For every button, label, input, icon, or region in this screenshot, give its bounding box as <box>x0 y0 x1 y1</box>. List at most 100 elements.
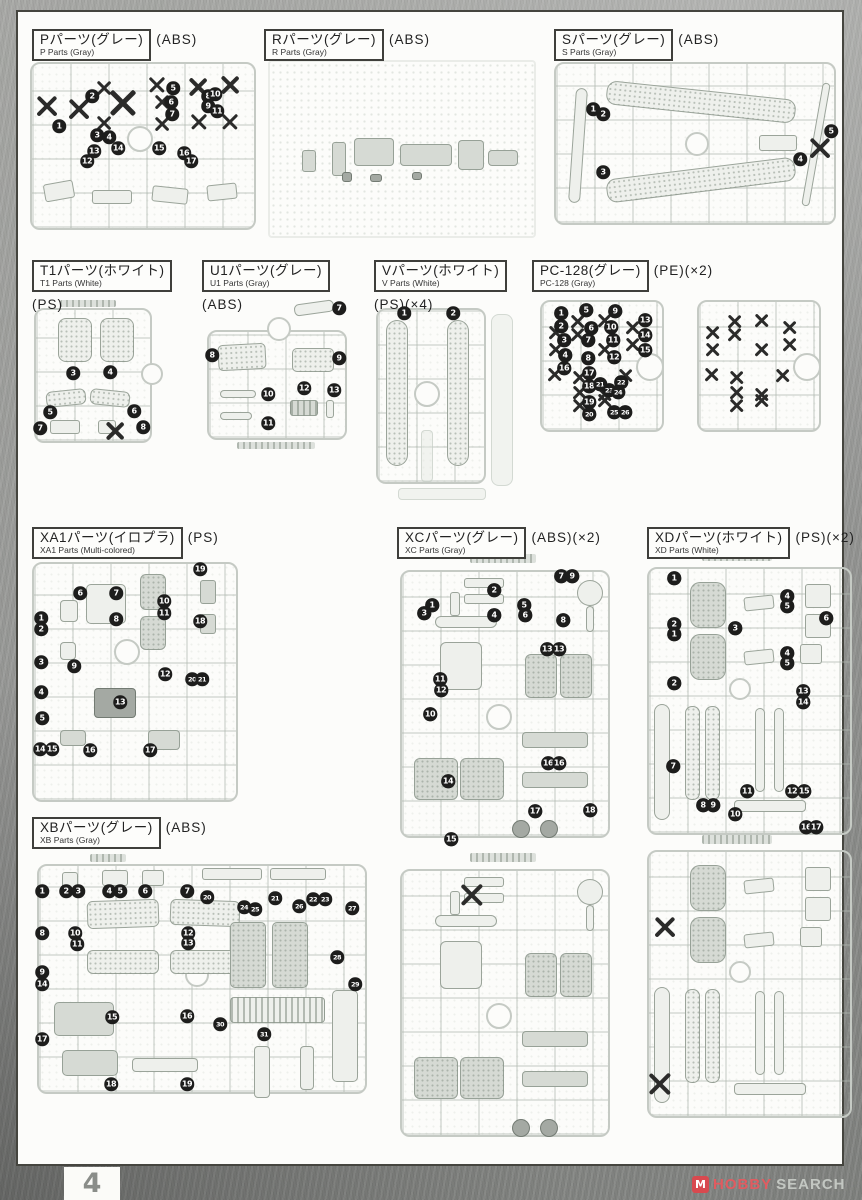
panel-title-jp: XA1パーツ(イロプラ) <box>40 530 175 545</box>
crossed-out-mark <box>730 386 743 399</box>
part-shape <box>220 412 252 420</box>
part-shape <box>272 922 308 988</box>
part-number-badge: 11 <box>157 606 171 620</box>
part-shape <box>458 140 484 170</box>
part-number-badge: 1 <box>397 306 411 320</box>
part-number-badge: 16 <box>83 743 97 757</box>
part-shape <box>755 991 765 1075</box>
part-number-badge: 11 <box>606 333 620 347</box>
part-shape <box>586 606 594 632</box>
part-shape <box>491 314 513 486</box>
part-number-badge: 27 <box>345 901 359 915</box>
crossed-out-mark <box>776 369 789 382</box>
part-number-badge: 9 <box>332 351 346 365</box>
part-shape <box>690 582 726 628</box>
part-number-badge: 21 <box>268 891 282 905</box>
part-shape <box>512 1119 530 1137</box>
part-number-badge: 13 <box>796 684 810 698</box>
panel-title-jp: XBパーツ(グレー) <box>40 820 153 835</box>
panel-title-jp: PC-128(グレー) <box>540 263 641 278</box>
runner-center-hole <box>141 363 163 385</box>
part-number-badge: 1 <box>667 571 681 585</box>
panel-material: (ABS) <box>156 32 198 47</box>
crossed-out-mark <box>755 343 768 356</box>
runner-gate-tag <box>470 853 536 862</box>
part-shape <box>460 758 504 800</box>
part-shape <box>464 877 504 887</box>
page-number: 4 <box>82 1168 102 1199</box>
part-shape <box>386 320 408 466</box>
part-number-badge: 1 <box>35 884 49 898</box>
part-number-badge: 18 <box>583 803 597 817</box>
part-number-badge: 2 <box>596 107 610 121</box>
part-shape <box>800 644 822 664</box>
part-shape <box>525 654 557 698</box>
panel-material: (PS) <box>32 296 63 312</box>
part-number-badge: 17 <box>809 820 823 834</box>
panel-material: (PE)(×2) <box>653 263 714 278</box>
part-number-badge: 3 <box>417 606 431 620</box>
panel-label-box: Rパーツ(グレー)R Parts (Gray) <box>264 29 384 61</box>
part-shape <box>586 905 594 931</box>
part-number-badge: 7 <box>666 759 680 773</box>
crossed-out-mark <box>706 326 719 339</box>
part-shape <box>86 898 160 930</box>
part-shape <box>774 708 784 792</box>
part-shape <box>450 891 460 915</box>
part-number-badge: 4 <box>102 130 116 144</box>
panel-label-box: XDパーツ(ホワイト)XD Parts (White) <box>647 527 791 559</box>
part-number-badge: 14 <box>35 977 49 991</box>
part-number-badge: 2 <box>85 89 99 103</box>
part-number-badge: 28 <box>330 950 344 964</box>
part-number-badge: 13 <box>552 642 566 656</box>
part-shape <box>690 917 726 963</box>
part-shape <box>435 915 497 927</box>
part-number-badge: 2 <box>59 884 73 898</box>
panel-title-en: PC-128 (Gray) <box>540 277 596 288</box>
part-number-badge: 15 <box>638 343 652 357</box>
panel-label-xb: XBパーツ(グレー)XB Parts (Gray)(ABS) <box>32 817 207 849</box>
part-shape <box>58 318 92 362</box>
part-number-badge: 8 <box>581 351 595 365</box>
part-shape <box>370 174 382 182</box>
part-shape <box>560 654 592 698</box>
panel-title-en: XB Parts (Gray) <box>40 834 100 845</box>
part-number-badge: 13 <box>113 695 127 709</box>
part-number-badge: 10 <box>423 707 437 721</box>
part-number-badge: 16 <box>552 756 566 770</box>
part-number-badge: 7 <box>332 301 346 315</box>
part-shape <box>202 868 262 880</box>
panel-title-en: XD Parts (White) <box>655 544 719 555</box>
part-number-badge: 19 <box>180 1077 194 1091</box>
part-shape <box>522 732 588 748</box>
part-shape <box>206 182 238 202</box>
runner-center-hole <box>729 961 751 983</box>
part-shape <box>254 1046 270 1098</box>
part-number-badge: 4 <box>558 348 572 362</box>
part-number-badge: 11 <box>261 416 275 430</box>
panel-title-jp: Pパーツ(グレー) <box>40 32 144 47</box>
part-shape <box>220 390 256 398</box>
part-shape <box>805 897 831 921</box>
crossed-out-mark <box>191 114 207 130</box>
runner-center-hole <box>127 126 153 152</box>
crossed-out-mark <box>110 90 136 116</box>
panel-material: (ABS) <box>388 32 430 47</box>
part-number-badge: 1 <box>34 611 48 625</box>
crossed-out-mark <box>706 343 719 356</box>
part-number-badge: 10 <box>261 387 275 401</box>
part-number-badge: 10 <box>728 807 742 821</box>
part-number-badge: 22 <box>306 892 320 906</box>
part-shape <box>705 706 720 800</box>
panel-material: (PS)(×4) <box>374 296 434 312</box>
part-number-badge: 6 <box>518 608 532 622</box>
part-shape <box>132 1058 198 1072</box>
panel-title-jp: XDパーツ(ホワイト) <box>655 530 783 545</box>
watermark-word-search: SEARCH <box>776 1176 846 1193</box>
part-number-badge: 29 <box>348 977 362 991</box>
part-number-badge: 21 <box>195 672 209 686</box>
part-number-badge: 4 <box>793 152 807 166</box>
crossed-out-mark <box>783 321 796 334</box>
crossed-out-mark <box>783 338 796 351</box>
panel-label-box: Sパーツ(グレー)S Parts (Gray) <box>554 29 674 61</box>
